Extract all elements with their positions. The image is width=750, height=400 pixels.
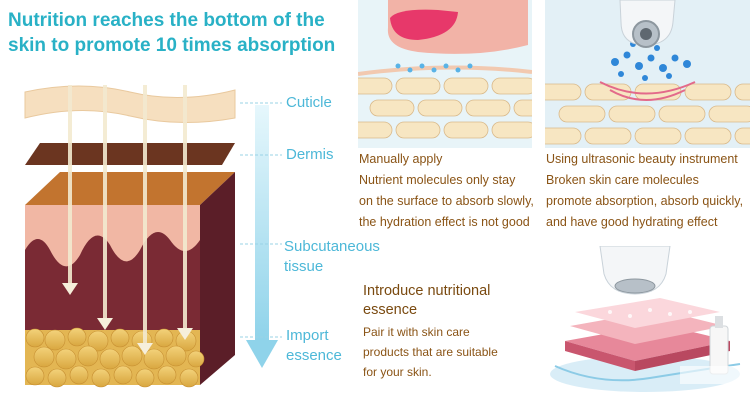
label-subcutaneous-line-2: tissue: [284, 258, 324, 275]
skin-layers-illustration: [24, 85, 282, 388]
introduce-title-line-1: Introduce nutritional: [363, 283, 491, 299]
ultrasonic-image: [545, 0, 750, 148]
cuticle-layer: [24, 85, 236, 124]
label-leader-lines: [240, 102, 282, 338]
penetration-arrows: [68, 85, 187, 345]
manual-line-3: on the surface to absorb slowly,: [359, 194, 534, 208]
manual-apply-image: [358, 0, 532, 148]
ultrasonic-line-3: promote absorption, absorb quickly,: [546, 194, 744, 208]
label-cuticle: Cuticle: [286, 94, 332, 111]
absorption-arrow-shaft: [255, 105, 269, 340]
introduce-essence-block: Introduce nutritional essence Pair it wi…: [363, 282, 498, 382]
introduce-body-line-3: for your skin.: [363, 365, 432, 379]
headline-line-2: skin to promote 10 times absorption: [8, 35, 336, 56]
introduce-body-line-2: products that are suitable: [363, 345, 498, 359]
headline-line-1: Nutrition reaches the bottom of the: [8, 10, 325, 31]
ultrasonic-line-1: Using ultrasonic beauty instrument: [546, 152, 738, 166]
manual-line-1: Manually apply: [359, 152, 443, 166]
subcutaneous-side: [200, 172, 235, 385]
label-import-line-2: essence: [286, 347, 342, 364]
penetration-arrowheads: [62, 283, 193, 355]
nutrient-drops: [395, 63, 473, 73]
skin-block-middle: [570, 310, 725, 344]
essence-device-illustration: [550, 246, 741, 392]
label-import-line-1: Import: [286, 327, 329, 344]
introduce-title-line-2: essence: [363, 302, 418, 318]
label-dermis: Dermis: [286, 146, 334, 163]
ultrasonic-waves: [599, 81, 696, 101]
fat-tissue: [25, 327, 205, 388]
skin-block-top: [575, 298, 720, 328]
dermis-layer: [25, 143, 235, 165]
headline: Nutrition reaches the bottom of the skin…: [8, 8, 353, 58]
fingernail: [390, 9, 458, 40]
manual-apply-text: Manually apply Nutrient molecules only s…: [359, 149, 534, 233]
ultrasonic-text: Using ultrasonic beauty instrument Broke…: [546, 149, 743, 233]
manual-line-4: the hydration effect is not good: [359, 215, 530, 229]
label-subcutaneous-line-1: Subcutaneous: [284, 238, 380, 255]
absorption-arrow-head: [246, 340, 278, 368]
ultrasonic-line-4: and have good hydrating effect: [546, 215, 718, 229]
label-import-essence: Import essence: [286, 326, 342, 366]
label-subcutaneous: Subcutaneous tissue: [284, 237, 380, 277]
subcutaneous-top: [25, 172, 235, 205]
broken-molecules: [611, 41, 691, 81]
cell-rows: [358, 77, 532, 139]
introduce-body-line-1: Pair it with skin care: [363, 325, 470, 339]
manual-line-2: Nutrient molecules only stay: [359, 173, 516, 187]
ultrasonic-line-2: Broken skin care molecules: [546, 173, 699, 187]
